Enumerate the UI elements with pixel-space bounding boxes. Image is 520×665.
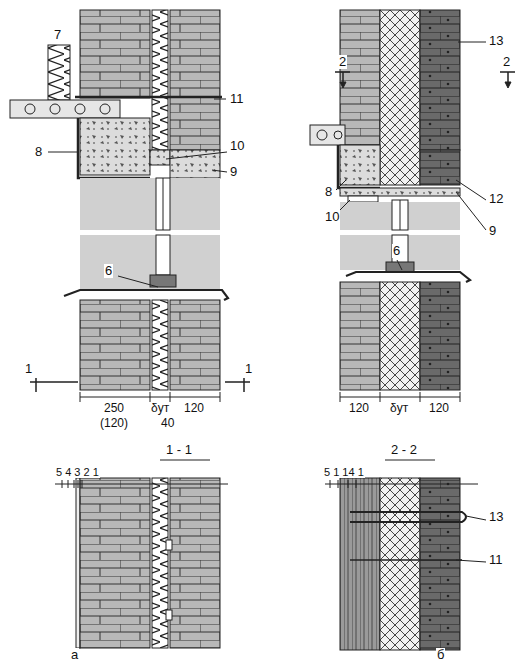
callout-number: 6 bbox=[104, 264, 113, 278]
dimension: 40 bbox=[160, 417, 175, 430]
callout-number: 10 bbox=[324, 210, 340, 224]
callout-number: 8 bbox=[34, 145, 43, 159]
dimension: 120 bbox=[348, 402, 370, 415]
callout-number: 5 4 3 2 1 bbox=[55, 466, 100, 478]
callout-number: 7 bbox=[53, 28, 62, 42]
callout-number: 12 bbox=[488, 192, 504, 206]
dimension: 250 bbox=[103, 402, 125, 415]
callout-number: 5 1 14 1 bbox=[323, 466, 365, 478]
callout-number: 11 bbox=[229, 92, 245, 106]
section-mark: 2 bbox=[338, 55, 347, 69]
dimension: δут bbox=[150, 402, 170, 415]
callout-number: 11 bbox=[488, 553, 504, 567]
section-mark: 1 bbox=[24, 362, 33, 376]
callout-number: 10 bbox=[229, 139, 245, 153]
callout-number: 13 bbox=[488, 510, 504, 524]
dimension: (120) bbox=[99, 417, 129, 430]
callout-number: 9 bbox=[488, 224, 497, 238]
section-mark: 2 bbox=[502, 55, 511, 69]
section-title: 2 - 2 bbox=[390, 443, 418, 457]
dimension: 120 bbox=[183, 402, 205, 415]
section-title: 1 - 1 bbox=[165, 443, 193, 457]
callout-number: 8 bbox=[324, 185, 333, 199]
section-mark: 1 bbox=[244, 362, 253, 376]
callout-number: 9 bbox=[229, 165, 238, 179]
dimension: δут bbox=[389, 402, 409, 415]
callout-number: 6 bbox=[392, 244, 401, 258]
callout-number: 13 bbox=[488, 34, 504, 48]
panel-letter: б bbox=[436, 648, 445, 662]
panel-letter: а bbox=[70, 648, 79, 662]
dimension: 120 bbox=[428, 402, 450, 415]
